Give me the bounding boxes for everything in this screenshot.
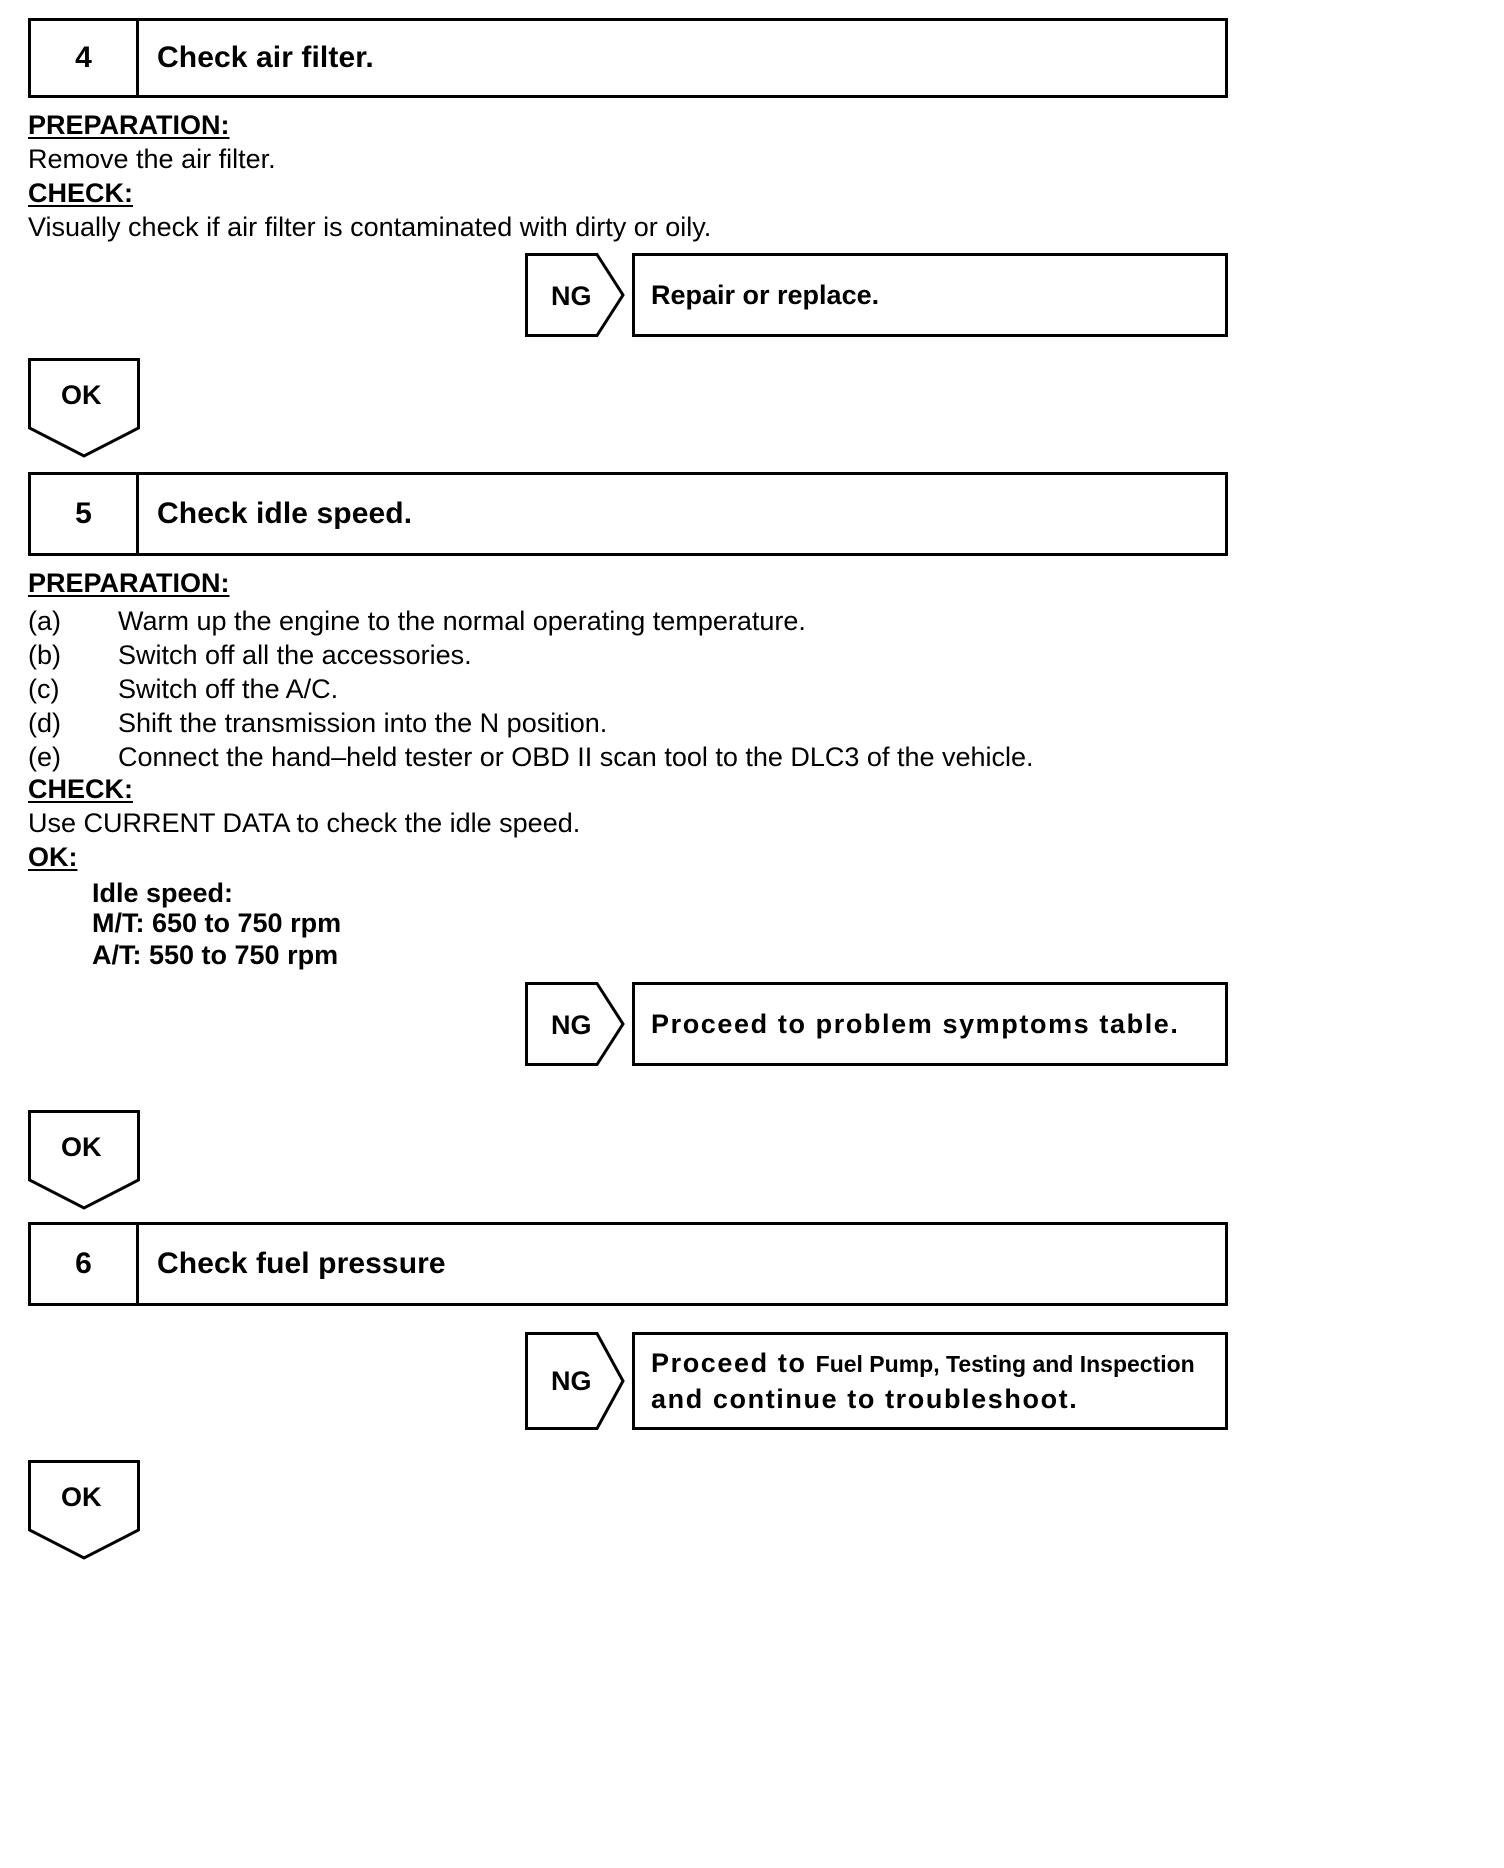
spec-line: Idle speed: — [92, 878, 234, 908]
check-line-4: Visually check if air filter is contamin… — [28, 212, 712, 242]
ok-arrow-shape — [28, 1460, 140, 1560]
ng-label: NG — [551, 281, 592, 311]
ng-branch-4: NG — [525, 253, 625, 337]
item-text: Warm up the engine to the normal operati… — [118, 606, 806, 636]
item-marker: (a) — [28, 606, 61, 636]
ok-heading-5: OK: — [28, 842, 78, 872]
ng-action-reference: Fuel Pump, Testing and Inspection — [815, 1350, 1195, 1377]
step-number: 5 — [31, 475, 139, 553]
ng-label: NG — [551, 1010, 592, 1040]
step-box-4: 4 Check air filter. — [28, 18, 1228, 98]
step-title: Check fuel pressure — [157, 1247, 446, 1280]
preparation-item: (e) Connect the hand–held tester or OBD I… — [28, 742, 1034, 773]
ok-branch-6: OK — [28, 1460, 140, 1560]
item-text: Switch off all the accessories. — [118, 640, 472, 670]
step-box-5: 5 Check idle speed. — [28, 472, 1228, 556]
ok-label: OK — [61, 380, 102, 410]
ng-action-text: Repair or replace. — [651, 279, 880, 310]
step-box-6: 6 Check fuel pressure — [28, 1222, 1228, 1306]
ng-action-box-4: Repair or replace. — [632, 253, 1228, 337]
ok-branch-5: OK — [28, 1110, 140, 1210]
item-marker: (c) — [28, 674, 60, 704]
step-number: 4 — [31, 21, 139, 95]
ng-label: NG — [551, 1366, 592, 1396]
ng-action-prefix: Proceed to — [651, 1347, 816, 1378]
check-heading-5: CHECK: — [28, 774, 133, 804]
ng-action-text: Proceed to problem symptoms table. — [651, 1008, 1180, 1039]
preparation-line-4: Remove the air filter. — [28, 144, 276, 174]
item-marker: (d) — [28, 708, 61, 738]
step-title: Check idle speed. — [157, 497, 413, 530]
item-marker: (b) — [28, 640, 61, 670]
ok-branch-4: OK — [28, 358, 140, 458]
preparation-heading-5: PREPARATION: — [28, 568, 230, 598]
ng-action-line-1: Proceed to Fuel Pump, Testing and Inspec… — [651, 1345, 1195, 1381]
ok-label: OK — [61, 1132, 102, 1162]
ng-branch-5: NG — [525, 982, 625, 1066]
ng-arrow-shape — [525, 253, 625, 337]
ng-action-box-6: Proceed to Fuel Pump, Testing and Inspec… — [632, 1332, 1228, 1430]
ok-arrow-shape — [28, 1110, 140, 1210]
ng-action-line-2: and continue to troubleshoot. — [651, 1384, 1079, 1414]
ok-arrow-shape — [28, 358, 140, 458]
preparation-item: (b) Switch off all the accessories. — [28, 640, 472, 671]
item-text: Connect the hand–held tester or OBD II s… — [118, 742, 1034, 772]
step-number: 6 — [31, 1225, 139, 1303]
item-marker: (e) — [28, 742, 61, 772]
step-title: Check air filter. — [157, 41, 374, 74]
spec-line: A/T: 550 to 750 rpm — [92, 940, 339, 970]
ng-arrow-shape — [525, 1332, 625, 1430]
check-heading-4: CHECK: — [28, 178, 133, 208]
spec-line: M/T: 650 to 750 rpm — [92, 908, 342, 938]
preparation-item: (d) Shift the transmission into the N pos… — [28, 708, 607, 739]
item-text: Switch off the A/C. — [118, 674, 339, 704]
ng-branch-6: NG — [525, 1332, 625, 1430]
item-text: Shift the transmission into the N positi… — [118, 708, 608, 738]
ng-action-box-5: Proceed to problem symptoms table. — [632, 982, 1228, 1066]
preparation-heading-4: PREPARATION: — [28, 110, 230, 140]
ok-label: OK — [61, 1482, 102, 1512]
preparation-item: (a) Warm up the engine to the normal oper… — [28, 606, 806, 637]
ng-arrow-shape — [525, 982, 625, 1066]
preparation-item: (c) Switch off the A/C. — [28, 674, 338, 705]
ng-action-text: Proceed to Fuel Pump, Testing and Inspec… — [635, 1345, 1195, 1418]
check-line-5: Use CURRENT DATA to check the idle speed… — [28, 808, 581, 838]
